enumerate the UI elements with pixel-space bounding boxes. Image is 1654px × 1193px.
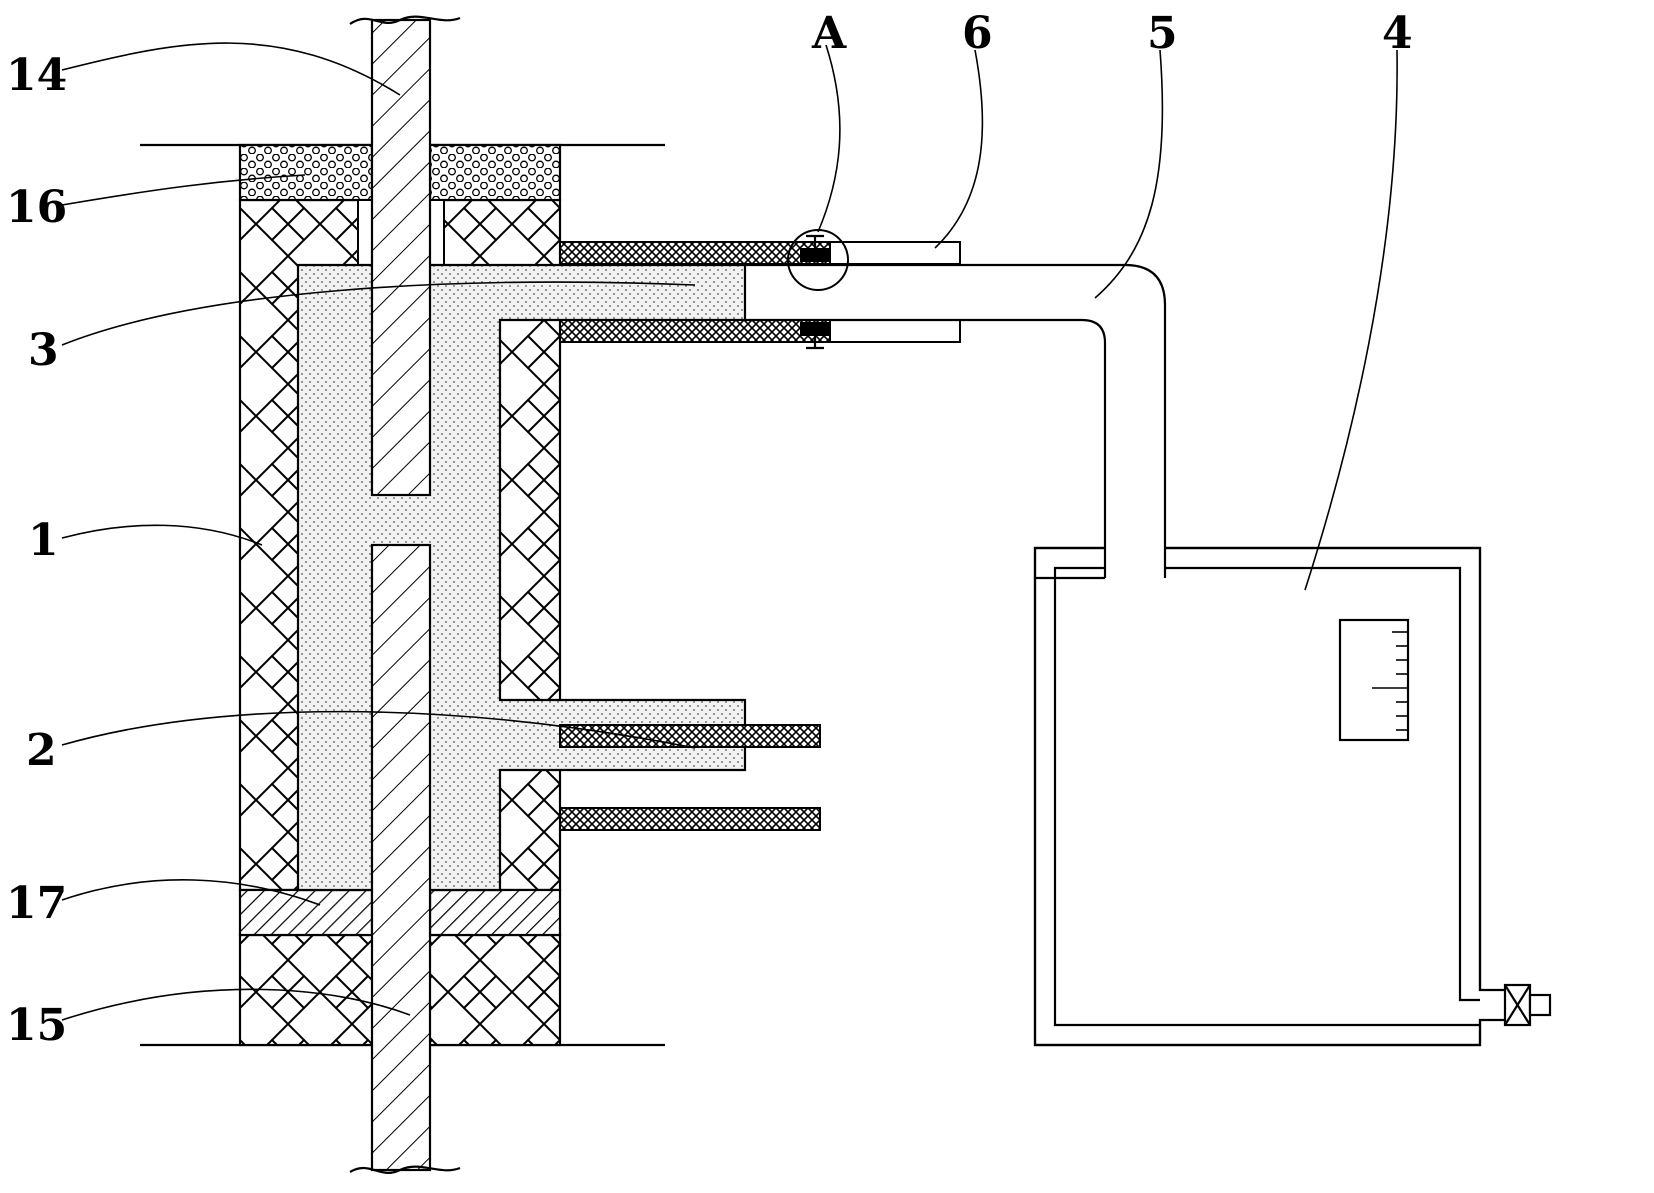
- pipe-5-inner: [745, 320, 1105, 578]
- label-15: 15: [6, 1000, 67, 1051]
- sleeve-6-top: [830, 242, 960, 264]
- label-2: 2: [26, 725, 57, 776]
- pipe-5-outer: [745, 265, 1165, 578]
- rod-15: [372, 545, 430, 1170]
- plate-17-right: [430, 890, 560, 935]
- plate-17-left: [240, 890, 372, 935]
- lower-pipe-insulation-top: [560, 725, 820, 747]
- label-5: 5: [1147, 8, 1178, 59]
- label-4: 4: [1382, 8, 1413, 59]
- label-17: 17: [6, 878, 67, 929]
- drain-valve: [1505, 985, 1550, 1025]
- tank-4-wall: [1035, 548, 1505, 1045]
- label-3: 3: [28, 325, 59, 376]
- fastener-a: [800, 236, 830, 348]
- label-a: A: [811, 8, 847, 59]
- tank-4-outer: [1035, 548, 1480, 1045]
- lower-pipe-insulation-bottom: [560, 808, 820, 830]
- label-14: 14: [6, 50, 67, 101]
- label-16: 16: [6, 182, 67, 233]
- label-6: 6: [962, 8, 993, 59]
- label-1: 1: [28, 515, 59, 566]
- seal-16-right: [430, 145, 560, 200]
- upper-pipe-insulation-bottom: [560, 320, 830, 342]
- sleeve-6-bottom: [830, 320, 960, 342]
- tank-4-inner: [1055, 568, 1480, 1025]
- level-gauge: [1340, 620, 1408, 740]
- seal-16-left: [240, 145, 372, 200]
- rod-14: [372, 20, 430, 495]
